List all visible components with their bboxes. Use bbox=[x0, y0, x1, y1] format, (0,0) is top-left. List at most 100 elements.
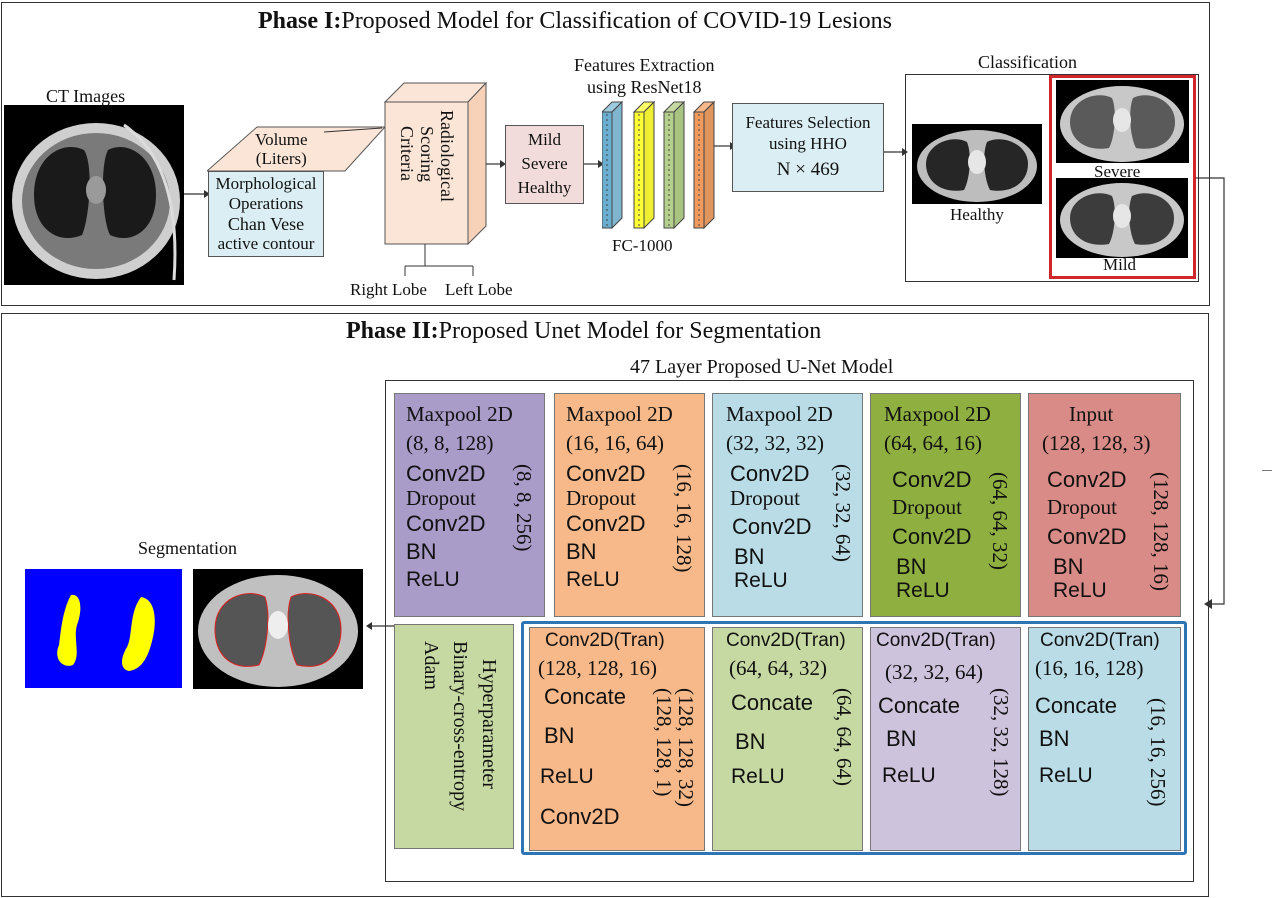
severe-ct-image bbox=[1056, 80, 1189, 163]
hyperparameter-block: Hyperparameter Binary-cross-entropy Adam bbox=[394, 624, 514, 849]
arrow-to-classes bbox=[486, 160, 506, 168]
encoder-5-output: (128, 128, 16) bbox=[1149, 472, 1173, 591]
decoder-4-op: ReLU bbox=[1039, 764, 1093, 787]
left-lobe-label: Left Lobe bbox=[445, 280, 513, 299]
decoder-1-op: BN bbox=[544, 723, 575, 748]
encoder-3-head: Maxpool 2D bbox=[726, 402, 833, 426]
encoder-1-op: Dropout bbox=[406, 486, 476, 510]
phase1-panel bbox=[1, 2, 1210, 306]
encoder-block-2: Maxpool 2D (16, 16, 64) Conv2D Dropout C… bbox=[554, 393, 705, 617]
encoder-3-shape: (32, 32, 32) bbox=[726, 431, 824, 455]
phase1-title: Phase I:Proposed Model for Classificatio… bbox=[258, 8, 892, 34]
morphological-text: Morphological Operations Chan Vese activ… bbox=[215, 174, 317, 253]
decoder-2-head: Conv2D(Tran) bbox=[726, 630, 846, 651]
encoder-3-op: Conv2D bbox=[730, 461, 810, 486]
encoder-4-op: Dropout bbox=[892, 495, 962, 519]
encoder-1-head: Maxpool 2D bbox=[406, 402, 513, 426]
arrow-to-segmentation bbox=[366, 622, 394, 630]
encoder-2-shape: (16, 16, 64) bbox=[566, 431, 664, 455]
encoder-1-shape: (8, 8, 128) bbox=[406, 431, 494, 455]
feature-extraction-label: Features Extraction using ResNet18 bbox=[574, 55, 715, 97]
encoder-5-op: BN bbox=[1053, 554, 1084, 579]
resnet-layers bbox=[602, 100, 716, 230]
encoder-1-op: BN bbox=[406, 539, 437, 564]
morphological-box bbox=[208, 171, 324, 257]
encoder-2-op: Conv2D bbox=[566, 461, 646, 486]
resnet-layer-green bbox=[662, 100, 686, 230]
decoder-frame bbox=[521, 621, 1187, 855]
ct-image bbox=[4, 105, 184, 285]
encoder-4-shape: (64, 64, 16) bbox=[884, 431, 982, 455]
decoder-2-op: BN bbox=[735, 729, 766, 754]
encoder-2-op: Dropout bbox=[566, 486, 636, 510]
abnormal-highlight-frame bbox=[1049, 75, 1196, 279]
encoder-1-op: Conv2D bbox=[406, 461, 486, 486]
encoder-4-op: ReLU bbox=[896, 579, 950, 602]
decoder-3-shape: (32, 32, 64) bbox=[885, 660, 983, 684]
encoder-4-op: Conv2D bbox=[892, 524, 972, 549]
encoder-4-output: (64, 64, 32) bbox=[988, 472, 1012, 570]
segmentation-label: Segmentation bbox=[138, 538, 237, 558]
decoder-4-op: Concate bbox=[1035, 693, 1117, 718]
mild-ct-image bbox=[1056, 178, 1188, 258]
encoder-2-op: Conv2D bbox=[566, 511, 646, 536]
classes-box bbox=[505, 125, 584, 204]
decoder-4-shape: (16, 16, 128) bbox=[1035, 656, 1144, 680]
encoder-4-head: Maxpool 2D bbox=[884, 402, 991, 426]
fc-label: FC-1000 bbox=[612, 236, 673, 255]
encoder-block-5: Input (128, 128, 3) Conv2D Dropout Conv2… bbox=[1028, 393, 1181, 617]
resnet-layer-orange bbox=[692, 100, 716, 230]
segmented-ct-image bbox=[193, 569, 363, 689]
encoder-1-op: Conv2D bbox=[406, 511, 486, 536]
encoder-block-1: Maxpool 2D (8, 8, 128) Conv2D Dropout Co… bbox=[394, 393, 545, 617]
decoder-1-shape: (128, 128, 16) bbox=[538, 656, 657, 680]
radiological-cube bbox=[384, 82, 488, 246]
decoder-block-2: Conv2D(Tran) (64, 64, 32) Concate BN ReL… bbox=[712, 627, 863, 851]
radiological-text: Radiological Scoring Criteria bbox=[397, 110, 457, 202]
decoder-3-output: (32, 32, 128) bbox=[989, 688, 1013, 797]
decoder-2-op: ReLU bbox=[731, 765, 785, 788]
hyper-loss: Binary-cross-entropy bbox=[449, 641, 471, 811]
decoder-1-op: Conv2D bbox=[540, 804, 620, 829]
decoder-block-1: Conv2D(Tran) (128, 128, 16) Concate BN R… bbox=[529, 627, 705, 851]
encoder-4-op: BN bbox=[896, 554, 927, 579]
hyperparameter-text: Hyperparameter Binary-cross-entropy Adam bbox=[416, 641, 503, 811]
phase2-title: Phase II:Proposed Unet Model for Segment… bbox=[346, 318, 822, 344]
decoder-1-output: (128, 128, 32) bbox=[674, 688, 698, 807]
encoder-4-op: Conv2D bbox=[892, 467, 972, 492]
unet-panel bbox=[385, 380, 1194, 882]
phase2-panel bbox=[1, 313, 1209, 897]
classification-label: Classification bbox=[978, 52, 1077, 72]
arrow-to-resnet bbox=[584, 160, 604, 168]
small-tick-mark bbox=[1262, 470, 1272, 471]
encoder-2-output: (16, 16, 128) bbox=[672, 464, 696, 573]
volume-label: Volume (Liters) bbox=[255, 130, 308, 168]
decoder-1-head: Conv2D(Tran) bbox=[545, 630, 665, 651]
feature-selection-box bbox=[732, 103, 884, 192]
encoder-2-op: BN bbox=[566, 539, 597, 564]
resnet-layer-blue bbox=[602, 100, 624, 230]
unet-title: 47 Layer Proposed U-Net Model bbox=[630, 356, 894, 378]
arrow-ct-to-volume bbox=[184, 190, 210, 198]
decoder-4-op: BN bbox=[1039, 726, 1070, 751]
decoder-3-op: Concate bbox=[878, 693, 960, 718]
encoder-2-head: Maxpool 2D bbox=[566, 402, 673, 426]
encoder-5-op: Conv2D bbox=[1047, 467, 1127, 492]
healthy-ct-image bbox=[912, 124, 1042, 204]
hyper-title: Hyperparameter bbox=[478, 659, 500, 789]
healthy-label: Healthy bbox=[950, 205, 1004, 224]
decoder-1-output-final: (128, 128, 1) bbox=[652, 688, 676, 797]
decoder-4-head: Conv2D(Tran) bbox=[1040, 630, 1160, 651]
feature-selection-text: Features Selection using HHO N × 469 bbox=[745, 113, 871, 180]
segmentation-mask bbox=[25, 569, 182, 688]
decoder-block-3: Conv2D(Tran) (32, 32, 64) Concate BN ReL… bbox=[870, 627, 1021, 851]
encoder-5-head: Input bbox=[1069, 402, 1114, 426]
encoder-5-op: Dropout bbox=[1047, 495, 1117, 519]
encoder-1-output: (8, 8, 256) bbox=[512, 464, 536, 552]
decoder-block-4: Conv2D(Tran) (16, 16, 128) Concate BN Re… bbox=[1028, 627, 1181, 851]
decoder-3-op: BN bbox=[886, 726, 917, 751]
right-lobe-label: Right Lobe bbox=[350, 280, 427, 299]
resnet-layer-yellow bbox=[632, 100, 656, 230]
encoder-3-op: BN bbox=[734, 544, 765, 569]
decoder-3-head: Conv2D(Tran) bbox=[876, 630, 996, 651]
